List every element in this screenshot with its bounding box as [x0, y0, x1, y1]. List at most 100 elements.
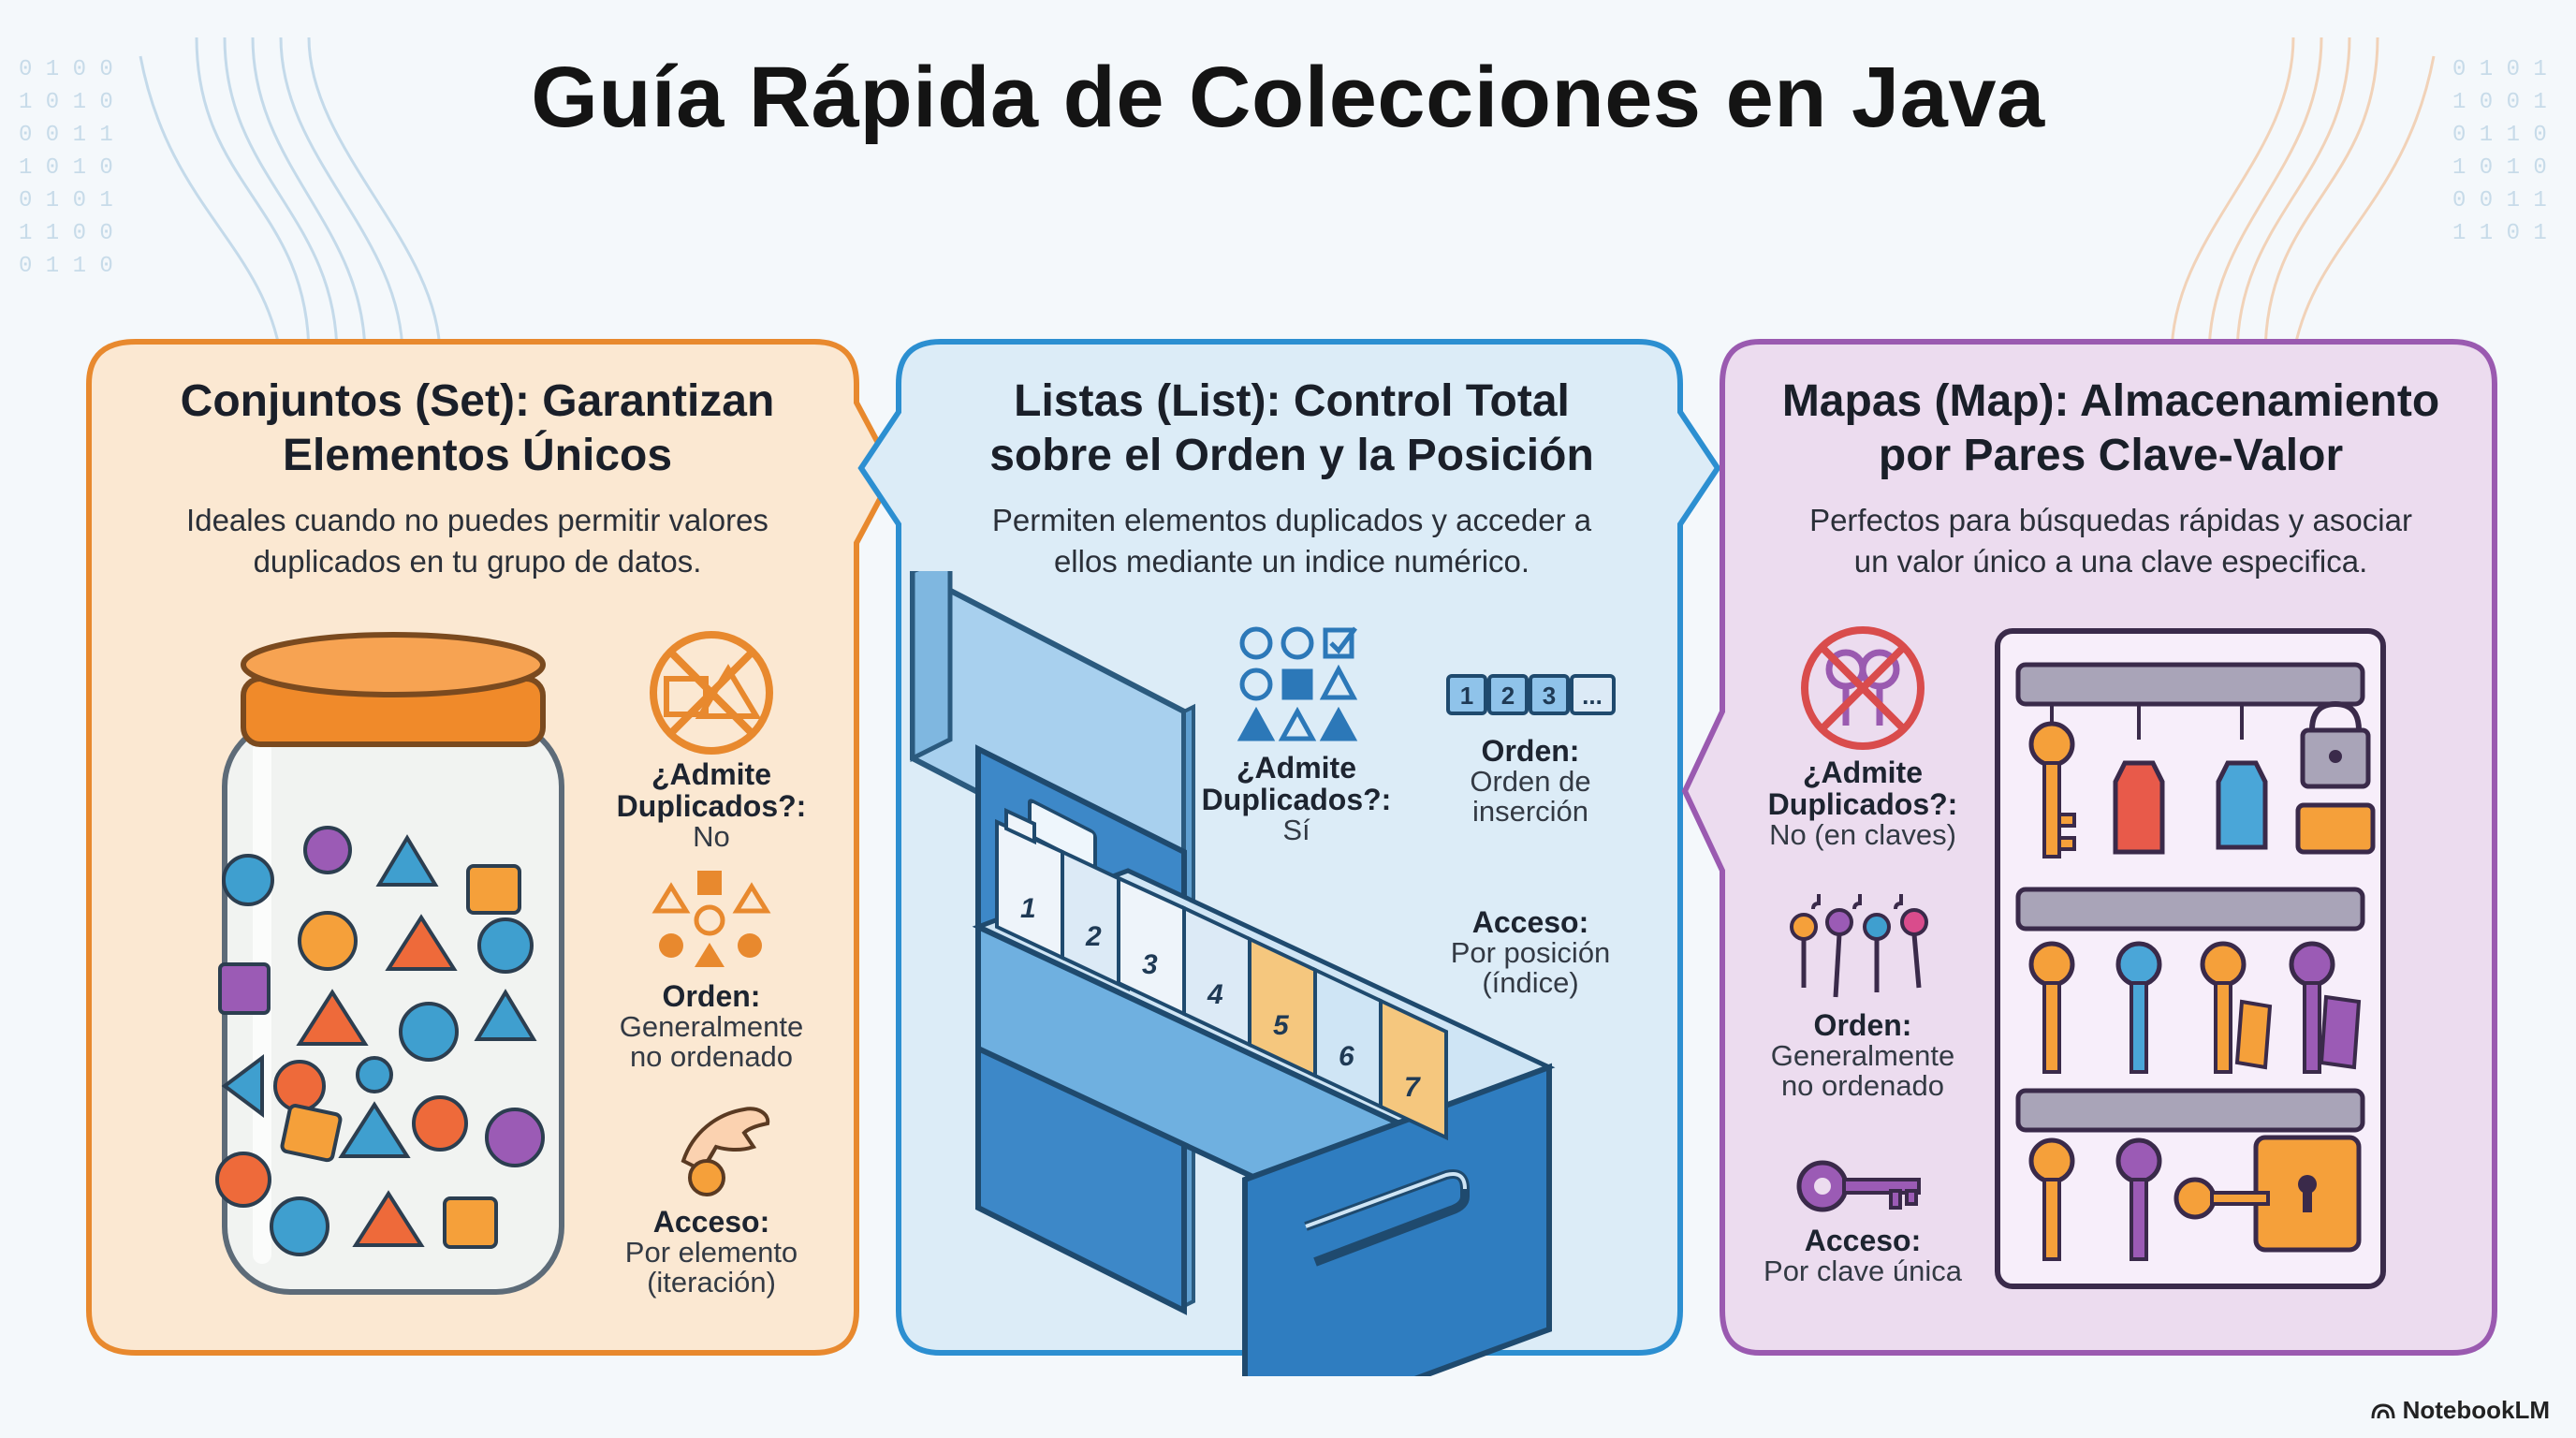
folder-row	[995, 807, 1448, 1141]
set-dup-label-line2: Duplicados?:	[616, 789, 807, 823]
folder-numbers: 1 2 3 4 5 6 7	[1020, 893, 1421, 1103]
map-desc-line2: un valor único a una clave especifica.	[1853, 544, 2368, 579]
numbered-sequence-icon: 1 2 3 ...	[1446, 674, 1616, 715]
map-access-label: Acceso:	[1804, 1224, 1922, 1257]
map-title-line1: Mapas (Map): Almacenamiento	[1781, 376, 2440, 426]
key-board-icon	[1995, 628, 2386, 1289]
folder-number-6: 6	[1339, 1041, 1354, 1072]
folder-1	[995, 807, 1064, 961]
map-desc-line1: Perfectos para búsquedas rápidas y asoci…	[1809, 503, 2412, 537]
right-binary-digits: 0 1 0 1 1 0 0 1 0 1 1 0 1 0 1 0 0 0 1 1 …	[2452, 57, 2547, 246]
list-order-label: Orden:	[1481, 734, 1580, 768]
list-order-value-line1: Orden de	[1470, 765, 1591, 798]
list-duplicates-attr: ¿Admite Duplicados?: Sí	[1179, 752, 1413, 845]
list-dup-value: Sí	[1282, 814, 1310, 846]
key-rail-2	[2015, 887, 2365, 1074]
map-order-value-line1: Generalmente	[1770, 1039, 1955, 1072]
map-header: Mapas (Map): Almacenamiento por Pares Cl…	[1741, 374, 2481, 582]
svg-text:0 1 0 1: 0 1 0 1	[19, 188, 113, 213]
folder-number-7: 7	[1404, 1072, 1421, 1103]
set-title-line1: Conjuntos (Set): Garantizan	[180, 376, 775, 426]
svg-text:1 1 0 0: 1 1 0 0	[19, 221, 113, 246]
set-dup-value: No	[693, 820, 730, 853]
map-order-value-line2: no ordenado	[1780, 1069, 1945, 1102]
set-order-value-line1: Generalmente	[619, 1010, 804, 1043]
svg-text:0 1 1 0: 0 1 1 0	[2452, 123, 2547, 148]
svg-text:0 1 0 0: 0 1 0 0	[19, 57, 113, 82]
list-access-value-line1: Por posición	[1450, 936, 1611, 969]
set-dup-label-line1: ¿Admite	[651, 757, 771, 791]
list-desc-line2: ellos mediante un indice numérico.	[1053, 544, 1530, 579]
set-duplicates-attr: ¿Admite Duplicados?: No	[576, 758, 847, 852]
folder-7	[1379, 997, 1448, 1141]
set-access-attr: Acceso: Por elemento (iteración)	[576, 1206, 847, 1298]
set-desc-line2: duplicados en tu grupo de datos.	[253, 544, 702, 579]
duplicate-shapes-icon	[1237, 626, 1358, 741]
set-order-label: Orden:	[662, 979, 761, 1013]
map-title-line2: por Pares Clave-Valor	[1878, 431, 2344, 480]
folder-number-2: 2	[1085, 921, 1102, 952]
list-dup-label-line2: Duplicados?:	[1201, 783, 1392, 816]
sequence-cell-3: 3	[1543, 682, 1556, 710]
list-access-value-line2: (índice)	[1482, 966, 1579, 999]
map-dup-value: No (en claves)	[1769, 818, 1956, 851]
key-rail-3	[2015, 1088, 2365, 1261]
page-title: Guía Rápida de Colecciones en Java	[531, 50, 2045, 145]
list-order-attr: Orden: Orden de inserción	[1418, 735, 1643, 827]
left-circuit-lines	[139, 37, 442, 357]
hand-picking-icon	[681, 1107, 770, 1196]
map-access-attr: Acceso: Por clave única	[1741, 1225, 1984, 1286]
list-title-line2: sobre el Orden y la Posición	[989, 431, 1594, 480]
map-order-attr: Orden: Generalmente no ordenado	[1741, 1009, 1984, 1101]
folder-number-1: 1	[1020, 893, 1036, 924]
svg-text:0 1 1 0: 0 1 1 0	[19, 254, 113, 279]
set-header: Conjuntos (Set): Garantizan Elementos Ún…	[103, 374, 852, 582]
svg-text:0 1 0 1: 0 1 0 1	[2452, 57, 2547, 82]
sequence-cell-2: 2	[1501, 682, 1515, 710]
set-access-value-line1: Por elemento	[624, 1236, 798, 1269]
scattered-shapes-icon	[651, 871, 771, 967]
brand-name: NotebookLM	[2402, 1396, 2550, 1424]
svg-text:1 0 1 0: 1 0 1 0	[19, 155, 113, 181]
list-header: Listas (List): Control Total sobre el Or…	[922, 374, 1661, 582]
folder-number-5: 5	[1273, 1010, 1290, 1041]
key-rail-1	[2015, 662, 2376, 858]
list-desc-line1: Permiten elementos duplicados y acceder …	[991, 503, 1592, 537]
set-access-value-line2: (iteración)	[647, 1266, 776, 1299]
file-cabinet-icon: 1 2 3 4 5 6 7	[910, 571, 1556, 1376]
set-order-attr: Orden: Generalmente no ordenado	[576, 980, 847, 1072]
map-description: Perfectos para búsquedas rápidas y asoci…	[1741, 500, 2481, 582]
svg-text:1 0 1 0: 1 0 1 0	[19, 90, 113, 115]
jar-of-shapes-icon	[215, 632, 564, 1295]
brand-label: NotebookLM	[2371, 1396, 2550, 1425]
list-access-attr: Acceso: Por posición (índice)	[1413, 906, 1647, 998]
list-access-label: Acceso:	[1471, 905, 1589, 939]
key-icon	[1796, 1160, 1921, 1212]
notebooklm-logo-icon	[2371, 1402, 2395, 1418]
set-access-label: Acceso:	[652, 1205, 770, 1239]
map-dup-label-line1: ¿Admite	[1803, 756, 1923, 789]
right-circuit-lines	[2170, 37, 2436, 357]
set-desc-line1: Ideales cuando no puedes permitir valore…	[186, 503, 768, 537]
svg-text:0 0 1 1: 0 0 1 1	[19, 123, 113, 148]
set-title-line2: Elementos Únicos	[282, 431, 673, 480]
no-duplicate-keys-icon	[1801, 626, 1925, 750]
svg-text:0 0 1 1: 0 0 1 1	[2452, 188, 2547, 213]
set-order-value-line2: no ordenado	[629, 1040, 794, 1073]
list-title-line1: Listas (List): Control Total	[1014, 376, 1570, 426]
left-binary-digits: 0 1 0 0 1 0 1 0 0 0 1 1 1 0 1 0 0 1 0 1 …	[19, 57, 113, 279]
svg-text:1 0 0 1: 1 0 0 1	[2452, 90, 2547, 115]
list-dup-label-line1: ¿Admite	[1237, 751, 1356, 785]
list-order-value-line2: inserción	[1471, 795, 1589, 828]
map-access-value: Por clave única	[1764, 1255, 1962, 1287]
sequence-cell-more: ...	[1582, 682, 1603, 710]
folder-number-3: 3	[1142, 949, 1158, 980]
svg-text:1 0 1 0: 1 0 1 0	[2452, 155, 2547, 181]
no-duplicates-icon	[650, 631, 773, 755]
folder-number-4: 4	[1207, 979, 1223, 1010]
map-order-label: Orden:	[1813, 1008, 1912, 1042]
set-description: Ideales cuando no puedes permitir valore…	[103, 500, 852, 582]
sequence-cell-1: 1	[1460, 682, 1473, 710]
map-duplicates-attr: ¿Admite Duplicados?: No (en claves)	[1741, 756, 1984, 850]
